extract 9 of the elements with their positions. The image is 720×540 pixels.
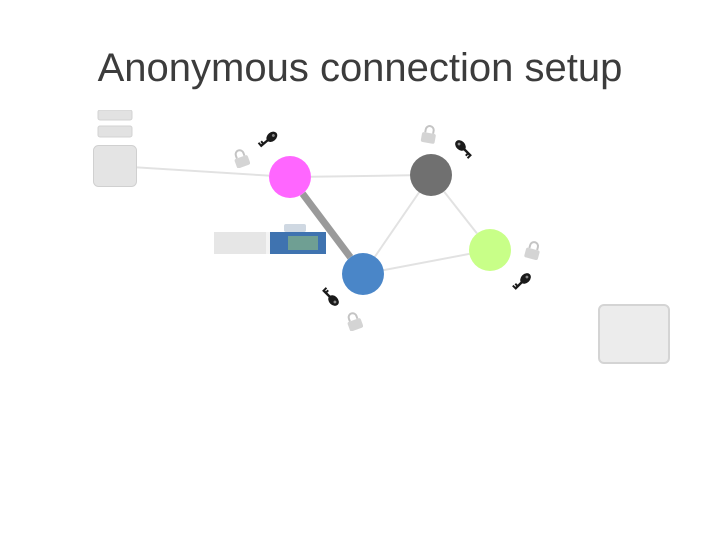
packet-bar — [214, 224, 326, 254]
connector-line — [443, 190, 478, 234]
connector-line — [300, 192, 354, 260]
server-stack — [93, 110, 137, 187]
slide-title: Anonymous connection setup — [96, 45, 624, 92]
connector-line — [374, 192, 420, 258]
connector-line — [383, 252, 470, 272]
connector-line — [136, 166, 270, 177]
application-box — [598, 304, 670, 364]
